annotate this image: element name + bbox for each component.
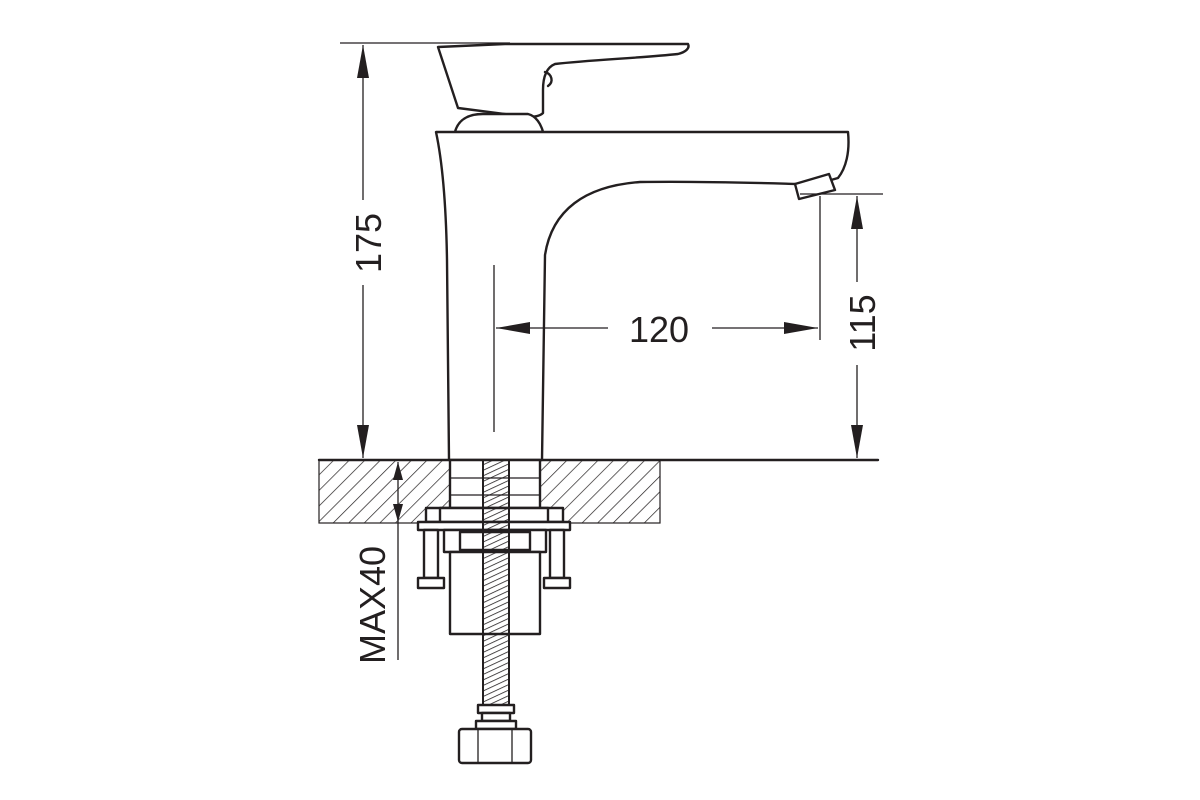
faucet-body <box>434 130 850 462</box>
threaded-rod <box>457 459 533 765</box>
lever-handle <box>436 42 690 134</box>
dimension-115-label: 115 <box>842 294 883 351</box>
dimension-175-label: 175 <box>348 213 389 273</box>
hex-nut-icon <box>457 727 533 765</box>
dimension-reach-120: 120 <box>493 196 821 432</box>
dimension-120-label: 120 <box>629 309 689 350</box>
countertop-section <box>317 458 880 524</box>
dimension-height-175: 175 <box>340 42 510 458</box>
dimension-max40-label: MAX40 <box>352 546 393 664</box>
dimension-max40: MAX40 <box>352 462 403 664</box>
aerator-icon <box>793 172 837 201</box>
dimension-spout-height-115: 115 <box>800 193 883 458</box>
